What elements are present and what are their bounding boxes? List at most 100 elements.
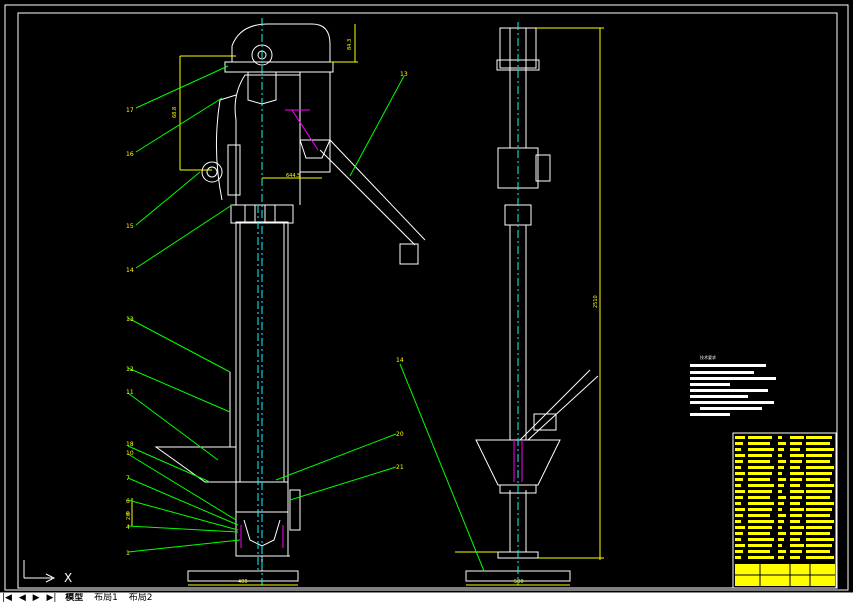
bom-cell [778, 478, 786, 481]
bom-cell [806, 454, 832, 457]
front-hidden-lines [240, 109, 319, 548]
bom-cell [778, 454, 782, 457]
bom-cell [778, 526, 782, 529]
bom-cell [748, 550, 770, 553]
front-dimensions [131, 24, 358, 586]
tab-layout1[interactable]: 布局1 [94, 593, 118, 603]
balloon-21: 21 [396, 464, 404, 471]
bom-cell [790, 514, 802, 517]
bom-cell [735, 556, 741, 559]
bom-cell [735, 514, 743, 517]
bom-cell [790, 556, 800, 559]
bom-cell [735, 538, 741, 541]
bom-cell [806, 490, 832, 493]
tab-model[interactable]: 模型 [65, 593, 84, 603]
bom-cell [778, 514, 786, 517]
dim-side-height: 2510 [593, 295, 599, 308]
bom-cell [790, 508, 804, 511]
bom-cell [806, 442, 830, 445]
bom-cell [806, 514, 830, 517]
bom-cell [735, 520, 741, 523]
balloon-13: 13 [126, 316, 134, 323]
bom-cell [790, 454, 804, 457]
tab-layout2[interactable]: 布局2 [128, 593, 153, 603]
bom-cell [778, 508, 782, 511]
balloon-6: 6 [126, 498, 130, 505]
front-view [154, 23, 426, 582]
bom-cell [735, 508, 745, 511]
tab-nav-prev[interactable]: ◀ [18, 593, 26, 603]
bom-cell [806, 484, 834, 487]
bom-cell [748, 478, 770, 481]
balloon-12: 12 [126, 366, 134, 373]
bom-cell [778, 496, 786, 499]
ucs-axis-icon [23, 560, 56, 583]
bom-cell [748, 454, 772, 457]
tech-req-title: 技术要求 [700, 354, 716, 360]
front-leader-lines [127, 65, 405, 553]
bom-cell [735, 472, 745, 475]
bom-cell [778, 466, 784, 469]
bom-cell [806, 496, 830, 499]
bom-cell [806, 436, 832, 439]
balloon-20: 20 [396, 431, 404, 438]
bom-cell [790, 442, 802, 445]
bom-cell [748, 508, 772, 511]
balloon-17: 17 [126, 107, 134, 114]
technical-requirements: 技术要求 [690, 354, 776, 416]
bom-cell [778, 544, 782, 547]
side-leader [399, 363, 485, 572]
bom-cell [806, 466, 834, 469]
balloon-13-right: 13 [400, 71, 408, 78]
front-balloons: 17 16 15 14 13 12 11 18 10 7 6 5 4 1 20 … [126, 71, 408, 557]
bom-cell [790, 502, 800, 505]
bom-cell [735, 484, 741, 487]
bom-cell [790, 436, 804, 439]
bom-cell [778, 550, 786, 553]
bom-cell [748, 490, 772, 493]
bom-cell [790, 532, 802, 535]
bom-cell [790, 460, 802, 463]
bom-cell [748, 460, 770, 463]
bom-cell [778, 448, 784, 451]
sheet-inner-border [17, 12, 838, 589]
bom-cell [735, 436, 745, 439]
bom-cell [778, 490, 782, 493]
bom-cell [778, 520, 784, 523]
dim-mid-small: 644.5 [286, 173, 300, 179]
bom-cell [790, 484, 800, 487]
bom-cell [735, 550, 743, 553]
bom-cell [790, 538, 800, 541]
bom-cell [735, 532, 743, 535]
balloon-5: 5 [126, 511, 130, 518]
balloon-4: 4 [126, 524, 130, 531]
bom-cell [790, 520, 800, 523]
bom-cell [778, 436, 782, 439]
dim-left-lower: 2:5 [126, 512, 132, 520]
bom-cell [735, 448, 741, 451]
bom-cell [735, 526, 745, 529]
bom-cell [748, 520, 774, 523]
balloon-18: 18 [126, 441, 134, 448]
tab-nav-first[interactable]: |◀ [2, 593, 12, 603]
bom-cell [806, 556, 834, 559]
bom-cell [748, 484, 774, 487]
bom-cell [748, 538, 774, 541]
side-view [465, 27, 599, 582]
bom-cell [735, 502, 741, 505]
tab-nav-next[interactable]: ▶ [32, 593, 40, 603]
bom-cell [806, 448, 834, 451]
tab-nav-last[interactable]: ▶| [46, 593, 57, 603]
dim-left-height: 68.8 [172, 107, 178, 118]
bom-cell [806, 520, 834, 523]
layout-tab-bar: |◀ ◀ ▶ ▶| 模型 布局1 布局2 [0, 592, 853, 603]
bom-cell [748, 544, 772, 547]
side-dimensions [455, 27, 604, 586]
dim-bottom-right: 500 [514, 579, 524, 585]
balloon-7: 7 [126, 475, 130, 482]
bom-cell [806, 472, 832, 475]
bom-cell [790, 496, 802, 499]
bom-cell [806, 526, 832, 529]
dim-bottom-left: 400 [238, 579, 248, 585]
